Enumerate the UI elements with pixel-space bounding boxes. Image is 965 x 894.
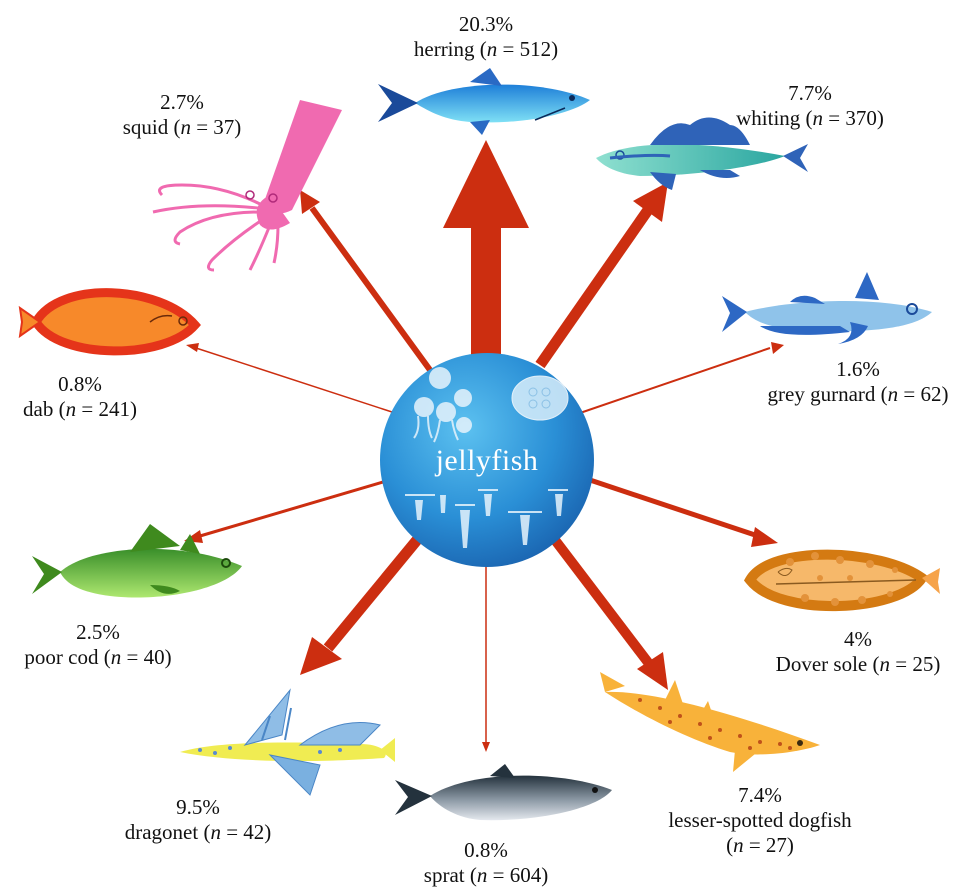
- poor-cod-icon: [32, 524, 242, 598]
- label-poor-cod: 2.5% poor cod (n = 40): [24, 620, 171, 670]
- name-text: sprat (n = 604): [424, 863, 548, 888]
- percent-text: 9.5%: [125, 795, 272, 820]
- percent-text: 0.8%: [23, 372, 137, 397]
- label-squid: 2.7% squid (n = 37): [123, 90, 242, 140]
- arrow-herring: [443, 140, 529, 360]
- center-label: jellyfish: [436, 444, 539, 478]
- dover-sole-icon: [750, 552, 940, 606]
- arrow-dogfish: [555, 540, 668, 690]
- dab-icon: [20, 293, 195, 351]
- name-text: herring (n = 512): [414, 37, 558, 62]
- name-text: poor cod (n = 40): [24, 645, 171, 670]
- dragonet-icon: [180, 690, 395, 795]
- percent-text: 1.6%: [768, 357, 949, 382]
- label-dogfish: 7.4% lesser-spotted dogfish (n = 27): [668, 783, 851, 858]
- percent-text: 7.7%: [736, 81, 884, 106]
- arrow-grey-gurnard: [580, 342, 784, 413]
- label-sprat: 0.8% sprat (n = 604): [424, 838, 548, 888]
- arrow-dragonet: [300, 540, 417, 675]
- arrow-whiting: [540, 182, 668, 365]
- name-text: dab (n = 241): [23, 397, 137, 422]
- herring-icon: [378, 68, 590, 135]
- arrow-dover-sole: [590, 480, 778, 547]
- name-text: dragonet (n = 42): [125, 820, 272, 845]
- arrow-squid: [300, 190, 430, 370]
- label-dab: 0.8% dab (n = 241): [23, 372, 137, 422]
- label-dragonet: 9.5% dragonet (n = 42): [125, 795, 272, 845]
- percent-text: 4%: [776, 627, 941, 652]
- arrow-dab: [186, 343, 392, 412]
- label-dover-sole: 4% Dover sole (n = 25): [776, 627, 941, 677]
- label-grey-gurnard: 1.6% grey gurnard (n = 62): [768, 357, 949, 407]
- arrow-poor-cod: [184, 482, 383, 543]
- name-text: squid (n = 37): [123, 115, 242, 140]
- label-whiting: 7.7% whiting (n = 370): [736, 81, 884, 131]
- percent-text: 0.8%: [424, 838, 548, 863]
- name-text: whiting (n = 370): [736, 106, 884, 131]
- label-herring: 20.3% herring (n = 512): [414, 12, 558, 62]
- name-text: lesser-spotted dogfish: [668, 808, 851, 833]
- percent-text: 20.3%: [414, 12, 558, 37]
- percent-text: 2.7%: [123, 90, 242, 115]
- sprat-icon: [395, 764, 612, 820]
- percent-text: 2.5%: [24, 620, 171, 645]
- moon-jelly-icon: [512, 376, 568, 420]
- count-text: (n = 27): [668, 833, 851, 858]
- percent-text: 7.4%: [668, 783, 851, 808]
- dogfish-icon: [600, 672, 820, 772]
- name-text: grey gurnard (n = 62): [768, 382, 949, 407]
- name-text: Dover sole (n = 25): [776, 652, 941, 677]
- grey-gurnard-icon: [722, 272, 932, 344]
- arrow-sprat: [482, 565, 490, 752]
